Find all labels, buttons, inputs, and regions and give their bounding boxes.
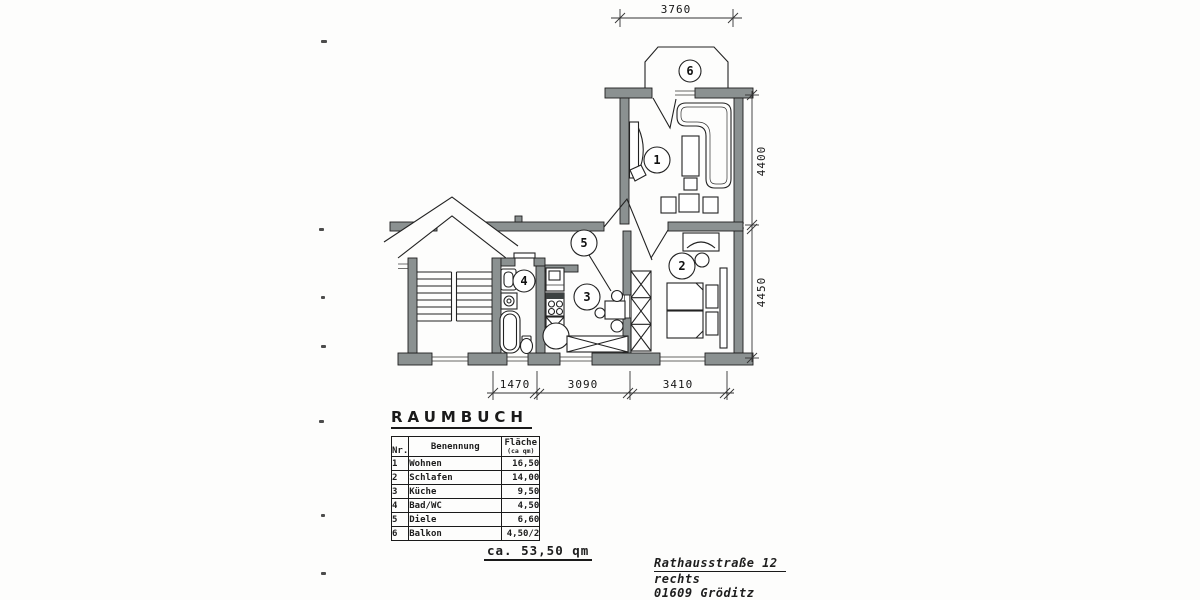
room-nr: 2 (390, 470, 410, 485)
dimension-right-lower-label: 4450 (755, 277, 768, 308)
room-nr: 3 (390, 484, 410, 499)
dimension-top-label: 3760 (661, 3, 692, 16)
raumbuch-title: RAUMBUCH (391, 408, 532, 429)
staircase (417, 271, 492, 322)
dimension-right: 4400 4450 (745, 89, 768, 364)
room-number: 4 (520, 274, 527, 288)
room-label-3: 3 (573, 283, 601, 311)
table-header-row: Nr. Benennung Fläche (ca qm) (390, 436, 541, 457)
balcony-outline (644, 46, 729, 130)
room-name: Schlafen (408, 470, 503, 485)
dimension-bottom-left-label: 1470 (500, 378, 531, 391)
raumbuch-section: RAUMBUCH Nr. Benennung Fläche (ca qm) 1 … (390, 407, 541, 541)
kitchen-round-table (542, 322, 570, 350)
room-label-1: 1 (643, 146, 671, 174)
room-label-4: 4 (512, 269, 536, 293)
sofa (676, 102, 732, 189)
header-area-line1: Fläche (504, 437, 538, 448)
dimension-top: 3760 (611, 3, 742, 27)
room-area: 14,00 (501, 470, 541, 485)
bathroom-door-leaf (513, 252, 536, 259)
room-name: Bad/WC (408, 498, 503, 513)
dining-table (678, 193, 700, 213)
chair (610, 319, 624, 333)
room-name: Diele (408, 512, 503, 527)
break-lines (383, 196, 519, 259)
room-area: 6,60 (501, 512, 541, 527)
nightstand (705, 284, 719, 309)
bottom-windows (432, 356, 705, 362)
table-row: 2 Schlafen 14,00 (390, 470, 541, 485)
room-number: 3 (583, 290, 590, 304)
room-area: 4,50 (501, 498, 541, 513)
table-row: 1 Wohnen 16,50 (390, 456, 541, 471)
tv (629, 164, 647, 182)
room-nr: 1 (390, 456, 410, 471)
dimension-bottom-right-label: 3410 (663, 378, 694, 391)
scan-artifacts (319, 40, 327, 575)
header-name: Benennung (408, 436, 503, 457)
raumbuch-table: Nr. Benennung Fläche (ca qm) 1 Wohnen 16… (390, 436, 541, 541)
room-nr: 4 (390, 498, 410, 513)
chair (660, 196, 677, 214)
chair (683, 177, 698, 191)
bed-mattress (666, 282, 704, 311)
room-name: Wohnen (408, 456, 503, 471)
address-block: Rathausstraße 12 rechts 01609 Gröditz (654, 556, 786, 600)
table-row: 4 Bad/WC 4,50 (390, 498, 541, 513)
room-number: 6 (686, 64, 693, 78)
room-name: Balkon (408, 526, 503, 541)
dimension-bottom-middle-label: 3090 (568, 378, 599, 391)
bedroom-door-swing (650, 229, 669, 259)
bedroom-furniture (630, 232, 728, 352)
room-name: Küche (408, 484, 503, 499)
room-area: 9,50 (501, 484, 541, 499)
header-area: Fläche (ca qm) (501, 436, 541, 457)
total-area: ca. 53,50 qm (484, 543, 593, 561)
table-row: 3 Küche 9,50 (390, 484, 541, 499)
header-nr: Nr. (390, 436, 410, 457)
room-nr: 6 (390, 526, 410, 541)
bed-mattress (666, 310, 704, 339)
balcony-door-swing (652, 97, 677, 130)
room-area: 16,50 (501, 456, 541, 471)
living-room-furniture (628, 102, 732, 214)
room-number: 2 (678, 259, 685, 273)
room-label-5: 5 (570, 229, 612, 292)
room-nr: 5 (390, 512, 410, 527)
table-row: 6 Balkon 4,50/2 (390, 526, 541, 541)
address-city: 01609 Gröditz (654, 586, 755, 600)
radiator (719, 267, 728, 349)
chair (702, 196, 719, 214)
nightstand (705, 311, 719, 336)
table-row: 5 Diele 6,60 (390, 512, 541, 527)
bathroom-fixtures (499, 268, 534, 355)
stool (694, 252, 710, 268)
chair (610, 289, 624, 303)
room-number: 1 (653, 153, 660, 167)
entrance-door-swing (603, 197, 653, 261)
address-street: Rathausstraße 12 (654, 556, 786, 572)
header-area-line2: (ca qm) (507, 446, 535, 455)
kitchen-fixtures (542, 267, 629, 353)
room-area: 4,50/2 (501, 526, 541, 541)
kitchen-small-table (604, 300, 626, 320)
room-label-6: 6 (678, 59, 702, 83)
address-side: rechts (654, 572, 701, 586)
room-label-2: 2 (668, 252, 696, 280)
dimension-bottom: 1470 3090 3410 (487, 371, 735, 400)
chair (594, 307, 606, 319)
coffee-table (681, 135, 700, 177)
room-number: 5 (580, 236, 587, 250)
dimension-right-upper-label: 4400 (755, 146, 768, 177)
